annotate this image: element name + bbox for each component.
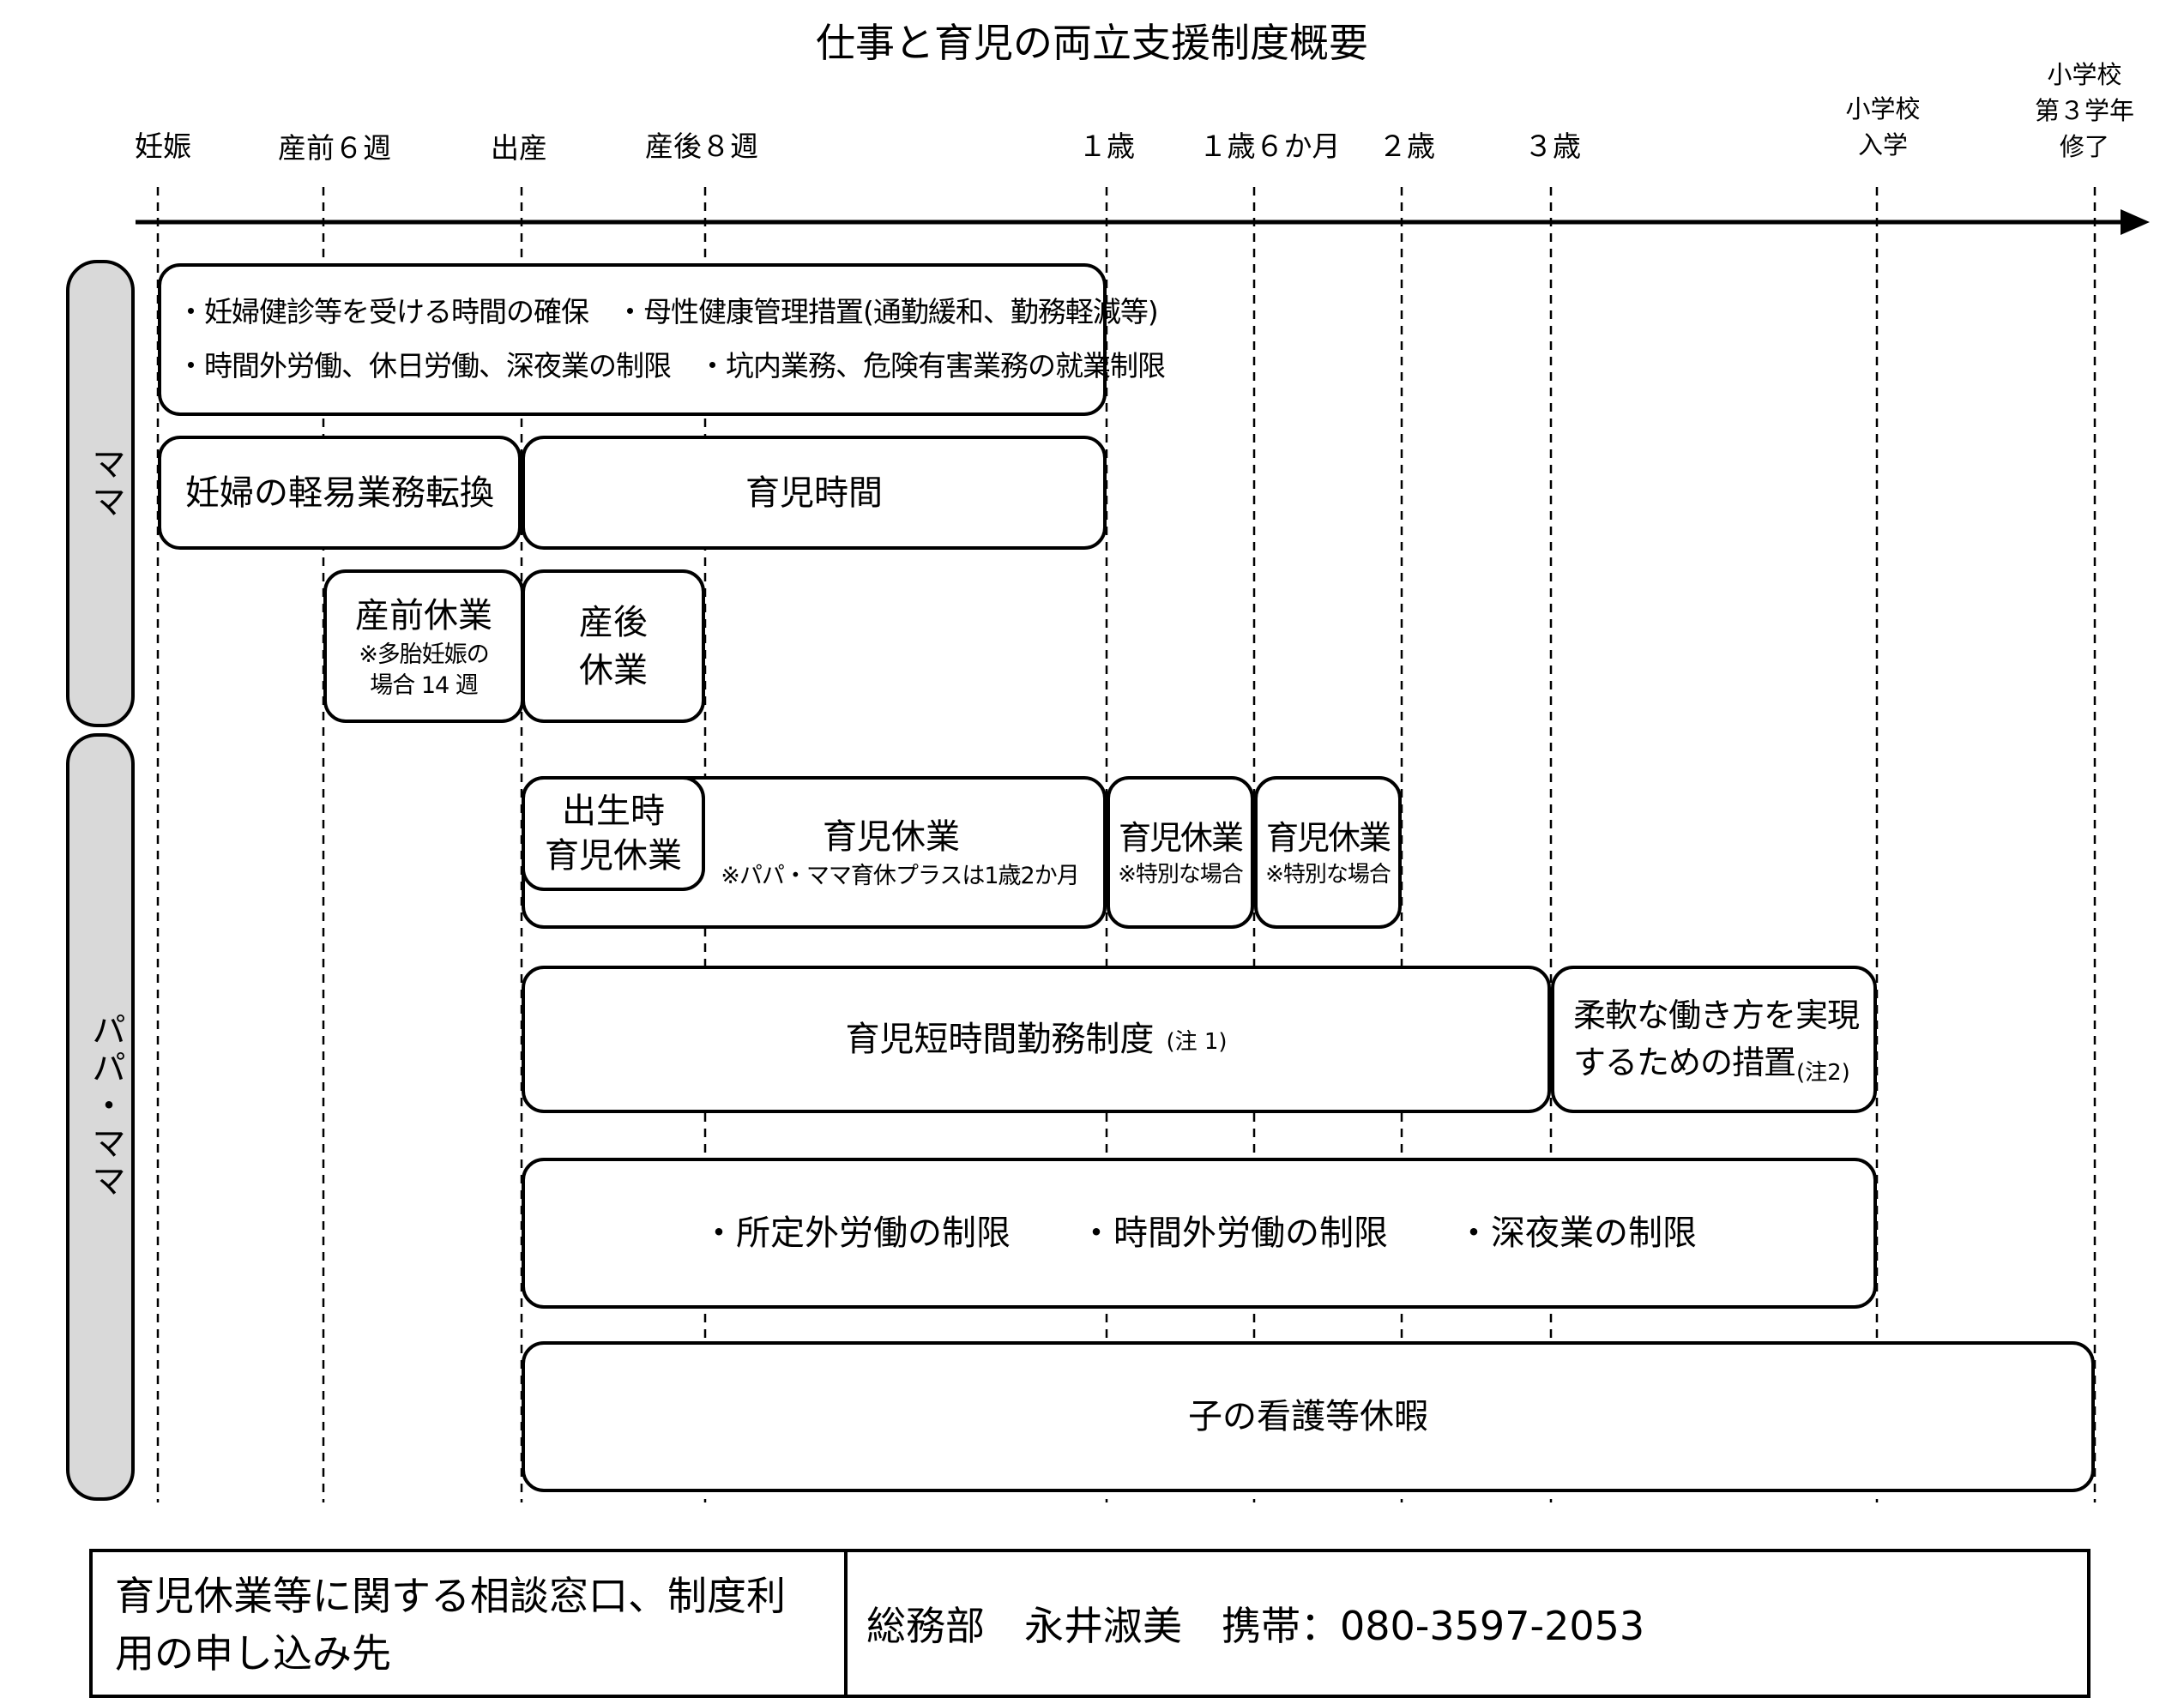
- tick-label-1y6m: １歳６か月: [1198, 129, 1341, 163]
- box-flexible-work-note: (注2): [1796, 1060, 1850, 1086]
- box-leave-ext-2y: 育児休業 ※特別な場合: [1254, 776, 1402, 929]
- tick-label-pregnancy: 妊娠: [135, 129, 191, 163]
- box-short-hours-label: 育児短時間勤務制度: [845, 1020, 1155, 1059]
- box-prenatal-leave-label: 産前休業: [355, 596, 492, 636]
- box-light-work-label: 妊婦の軽易業務転換: [185, 473, 494, 513]
- box-short-hours-note: (注 1): [1166, 1028, 1228, 1055]
- box-work-limits: ・所定外労働の制限 ・時間外労働の制限 ・深夜業の制限: [522, 1158, 1877, 1309]
- box-prenatal-leave-note: ※多胎妊娠の 場合 14 週: [359, 641, 490, 699]
- contact-info: 総務部 永井淑美 携帯：080-3597-2053: [866, 1603, 1645, 1649]
- side-bar-mama: [66, 260, 135, 727]
- side-label-mama: ママ: [86, 446, 125, 521]
- box-leave-ext-1y6m-label: 育児休業: [1118, 818, 1244, 857]
- tick-label-2y: ２歳: [1379, 129, 1435, 163]
- tick-label-3y: ３歳: [1524, 129, 1581, 163]
- page-title: 仕事と育児の両立支援制度概要: [816, 20, 1368, 66]
- box-childcare-time: 育児時間: [522, 436, 1107, 550]
- box-childcare-time-label: 育児時間: [745, 473, 883, 513]
- contact-table: 育児休業等に関する相談窓口、制度利用の申し込み先 総務部 永井淑美 携帯：080…: [89, 1549, 2090, 1698]
- box-postnatal-leave: 産後 休業: [522, 569, 705, 723]
- box-light-work: 妊婦の軽易業務転換: [158, 436, 522, 550]
- box-short-hours: 育児短時間勤務制度 (注 1): [522, 966, 1551, 1113]
- box-maternal-health-line1: ・妊婦健診等を受ける時間の確保 ・母性健康管理措置(通勤緩和、勤務軽減等): [177, 295, 1159, 329]
- tick-label-birth: 出産: [491, 131, 547, 165]
- box-leave-ext-1y6m: 育児休業 ※特別な場合: [1107, 776, 1254, 929]
- tick-label-grade3-end: 小学校 第３学年 修了: [2034, 60, 2134, 162]
- tick-label-6w-before: 産前６週: [278, 131, 391, 165]
- box-leave-ext-1y6m-note: ※特別な場合: [1118, 861, 1244, 888]
- box-leave-ext-2y-note: ※特別な場合: [1265, 861, 1391, 888]
- box-postnatal-leave-label: 産後 休業: [579, 602, 648, 690]
- box-birth-leave: 出生時 育児休業: [522, 776, 705, 891]
- box-work-limits-label: ・所定外労働の制限 ・時間外労働の制限 ・深夜業の制限: [702, 1213, 1697, 1253]
- tick-label-school-entry: 小学校 入学: [1845, 94, 1921, 160]
- side-label-papa-mama: パパ・ママ: [86, 1012, 125, 1201]
- box-birth-leave-label: 出生時 育児休業: [545, 792, 682, 876]
- contact-label: 育児休業等に関する相談窓口、制度利用の申し込み先: [93, 1552, 848, 1695]
- box-flexible-work: 柔軟な働き方を実現 するための措置 (注2): [1551, 966, 1877, 1113]
- box-maternal-health-line2: ・時間外労働、休日労働、深夜業の制限 ・坑内業務、危険有害業務の就業制限: [177, 349, 1166, 382]
- box-maternal-health: ・妊婦健診等を受ける時間の確保 ・母性健康管理措置(通勤緩和、勤務軽減等) ・時…: [158, 263, 1166, 416]
- axis-arrowhead: [2121, 209, 2150, 235]
- box-prenatal-leave: 産前休業 ※多胎妊娠の 場合 14 週: [323, 569, 524, 723]
- tick-label-1y: １歳: [1078, 129, 1135, 163]
- box-childcare-leave-label: 育児休業: [823, 817, 960, 858]
- box-nursing-leave-label: 子の看護等休暇: [1188, 1397, 1428, 1436]
- box-nursing-leave: 子の看護等休暇: [522, 1341, 2095, 1492]
- side-bar-papa-mama: [66, 733, 135, 1501]
- box-childcare-leave-note: ※パパ・ママ育休プラスは1歳2か月: [721, 863, 1079, 890]
- tick-label-8w-after: 産後８週: [645, 129, 758, 163]
- box-flexible-work-label: 柔軟な働き方を実現 するための措置: [1573, 996, 1860, 1081]
- box-leave-ext-2y-label: 育児休業: [1265, 818, 1391, 857]
